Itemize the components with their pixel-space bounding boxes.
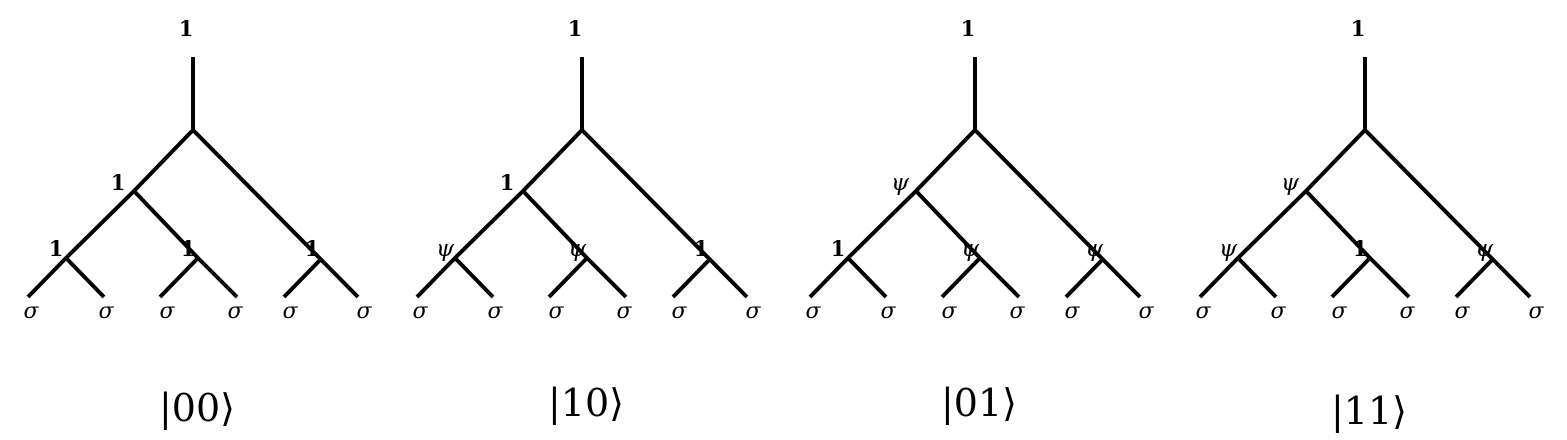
leaf-label-5: σ: [1454, 299, 1470, 324]
state-label: |01⟩: [941, 381, 1017, 425]
edge-pair2-leaf3: [940, 256, 982, 299]
edge-pair2-leaf4: [196, 256, 239, 299]
edge-pair1-leaf1: [808, 256, 850, 299]
fusion-tree-4: 1 ψ ψ 1 ψ σ σ σ σ σ σ |11⟩: [1195, 16, 1544, 433]
edge-pair1-leaf2: [64, 256, 106, 299]
edge-root-left: [1304, 128, 1367, 193]
edge-pair1-leaf1: [26, 256, 68, 299]
leaf-label-2: σ: [880, 299, 896, 324]
fusion-tree-3: 1 ψ 1 ψ ψ σ σ σ σ σ σ |01⟩: [805, 16, 1154, 425]
pair-label-1: 1: [831, 236, 846, 261]
top-label: 1: [961, 16, 976, 41]
edge-root-left: [132, 128, 195, 193]
pair-label-3: 1: [305, 236, 320, 261]
edge-pair2-leaf4: [978, 256, 1021, 299]
leaf-label-4: σ: [1009, 299, 1025, 324]
state-label: |00⟩: [159, 386, 235, 430]
leaf-label-4: σ: [227, 299, 243, 324]
edge-pair3-leaf5: [671, 256, 713, 299]
edge-root-right: [973, 128, 1142, 299]
state-label: |11⟩: [1331, 389, 1407, 433]
edge-pair1-leaf1: [1198, 256, 1240, 299]
leaf-label-6: σ: [356, 299, 372, 324]
left-internal-label: 1: [111, 170, 126, 195]
edge-root-right: [580, 128, 749, 299]
edge-pair2-leaf4: [1368, 256, 1411, 299]
pair-label-2: 1: [1353, 236, 1368, 261]
edge-root-left: [521, 128, 584, 193]
leaf-label-6: σ: [1528, 299, 1544, 324]
fusion-tree-2: 1 1 ψ ψ 1 σ σ σ σ σ σ |10⟩: [412, 16, 761, 425]
leaf-label-3: σ: [548, 299, 564, 324]
edge-pair3-leaf5: [1064, 256, 1106, 299]
leaf-label-6: σ: [1138, 299, 1154, 324]
pair-label-1: ψ: [1219, 236, 1238, 262]
pair-label-3: ψ: [1085, 236, 1104, 262]
leaf-label-2: σ: [487, 299, 503, 324]
leaf-label-1: σ: [805, 299, 821, 324]
leaf-label-1: σ: [1195, 299, 1211, 324]
leaf-label-4: σ: [1399, 299, 1415, 324]
leaf-label-1: σ: [23, 299, 39, 324]
top-label: 1: [1351, 16, 1366, 41]
left-internal-label: 1: [500, 170, 515, 195]
pair-label-2: ψ: [961, 236, 980, 262]
leaf-label-3: σ: [941, 299, 957, 324]
leaf-label-5: σ: [1064, 299, 1080, 324]
leaf-label-1: σ: [412, 299, 428, 324]
pair-label-3: 1: [694, 236, 709, 261]
edge-pair2-leaf3: [158, 256, 200, 299]
edge-left-pair2: [914, 189, 982, 260]
leaf-label-4: σ: [616, 299, 632, 324]
edge-left-pair2: [521, 189, 589, 260]
edge-pair3-leaf5: [1454, 256, 1496, 299]
edge-pair3-leaf5: [282, 256, 324, 299]
leaf-label-3: σ: [1331, 299, 1347, 324]
top-label: 1: [179, 16, 194, 41]
edge-pair2-leaf4: [585, 256, 628, 299]
top-label: 1: [568, 16, 583, 41]
edge-root-right: [1363, 128, 1532, 299]
edge-pair1-leaf1: [415, 256, 457, 299]
edge-root-right: [191, 128, 360, 299]
leaf-label-5: σ: [282, 299, 298, 324]
pair-label-2: ψ: [568, 236, 587, 262]
state-label: |10⟩: [548, 381, 624, 425]
edge-left-pair1: [1236, 189, 1308, 260]
left-internal-label: ψ: [1281, 170, 1300, 196]
edge-left-pair2: [132, 189, 200, 260]
pair-label-2: 1: [181, 236, 196, 261]
leaf-label-6: σ: [745, 299, 761, 324]
edge-pair1-leaf2: [453, 256, 495, 299]
leaf-label-2: σ: [98, 299, 114, 324]
edge-pair1-leaf2: [1236, 256, 1278, 299]
leaf-label-3: σ: [159, 299, 175, 324]
edge-pair1-leaf2: [846, 256, 888, 299]
pair-label-1: ψ: [436, 236, 455, 262]
edge-root-left: [914, 128, 977, 193]
edge-left-pair1: [453, 189, 525, 260]
edge-left-pair1: [64, 189, 136, 260]
leaf-label-2: σ: [1270, 299, 1286, 324]
edge-left-pair1: [846, 189, 918, 260]
edge-pair2-leaf3: [547, 256, 589, 299]
pair-label-3: ψ: [1475, 236, 1494, 262]
fusion-tree-1: 1 1 1 1 1 σ σ σ σ σ σ |00⟩: [23, 16, 372, 430]
edge-pair2-leaf3: [1330, 256, 1372, 299]
left-internal-label: ψ: [891, 170, 910, 196]
leaf-label-5: σ: [671, 299, 687, 324]
edge-left-pair2: [1304, 189, 1372, 260]
pair-label-1: 1: [49, 236, 64, 261]
